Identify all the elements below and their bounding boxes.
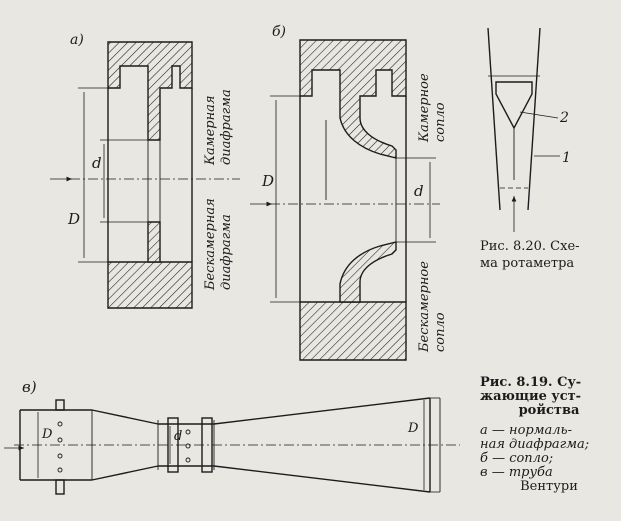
caption-fig-8-20-line2: ма ротаметра bbox=[480, 256, 575, 271]
caption-fig-8-20-line1: Рис. 8.20. Схе- bbox=[480, 239, 580, 254]
panel-a-label-chamber-2: диафрагма bbox=[219, 89, 234, 165]
rotameter-label-1: 1 bbox=[562, 150, 571, 166]
panel-v-dim-D-right: D bbox=[407, 421, 419, 436]
panel-a-dim-D: D bbox=[67, 210, 80, 228]
panel-v-dim-D-left: D bbox=[41, 427, 53, 442]
panel-a-label-chamberless-2: диафрагма bbox=[219, 214, 234, 290]
panel-b-nozzle-drawing bbox=[250, 39, 440, 361]
panel-b-dim-d: d bbox=[414, 182, 424, 200]
panel-a-letter: а) bbox=[70, 32, 84, 48]
caption-fig-8-19-line5: ная диафрагма; bbox=[480, 437, 590, 452]
caption-fig-8-19-line4: а — нормаль- bbox=[480, 423, 573, 438]
panel-a-label-chamber-1: Камерная bbox=[203, 95, 218, 166]
panel-b-dim-D: D bbox=[261, 172, 274, 190]
panel-v-venturi-drawing bbox=[4, 397, 460, 495]
caption-fig-8-19-line2: жающие уст- bbox=[480, 389, 582, 404]
caption-fig-8-19-line6: б — сопло; bbox=[480, 451, 554, 466]
caption-fig-8-19-line3: ройства bbox=[518, 403, 580, 418]
panel-b-label-chamber-2: сопло bbox=[433, 102, 448, 142]
panel-a-orifice-drawing bbox=[50, 41, 240, 309]
panel-b-label-chamberless-2: сопло bbox=[433, 312, 448, 352]
panel-a-label-chamberless-1: Бескамерная bbox=[203, 198, 218, 291]
panel-v-dim-d: d bbox=[174, 429, 182, 444]
panel-v-letter: в) bbox=[22, 378, 37, 396]
caption-fig-8-19-line8: Вентури bbox=[520, 479, 578, 494]
caption-fig-8-19-line7: в — труба bbox=[480, 465, 553, 480]
panel-b-label-chamber-1: Камерное bbox=[417, 73, 432, 143]
panel-a-dim-d: d bbox=[92, 154, 102, 172]
rotameter-drawing bbox=[487, 27, 560, 232]
panel-b-letter: б) bbox=[272, 24, 286, 40]
caption-fig-8-19-line1: Рис. 8.19. Су- bbox=[480, 375, 582, 390]
caption-fig-8-20: Рис. 8.20. Схе- ма ротаметра bbox=[480, 238, 618, 272]
rotameter-label-2: 2 bbox=[559, 110, 569, 126]
panel-b-label-chamberless-1: Бескамерное bbox=[417, 261, 432, 353]
caption-fig-8-19: Рис. 8.19. Су- жающие уст- ройства а — н… bbox=[480, 376, 618, 494]
